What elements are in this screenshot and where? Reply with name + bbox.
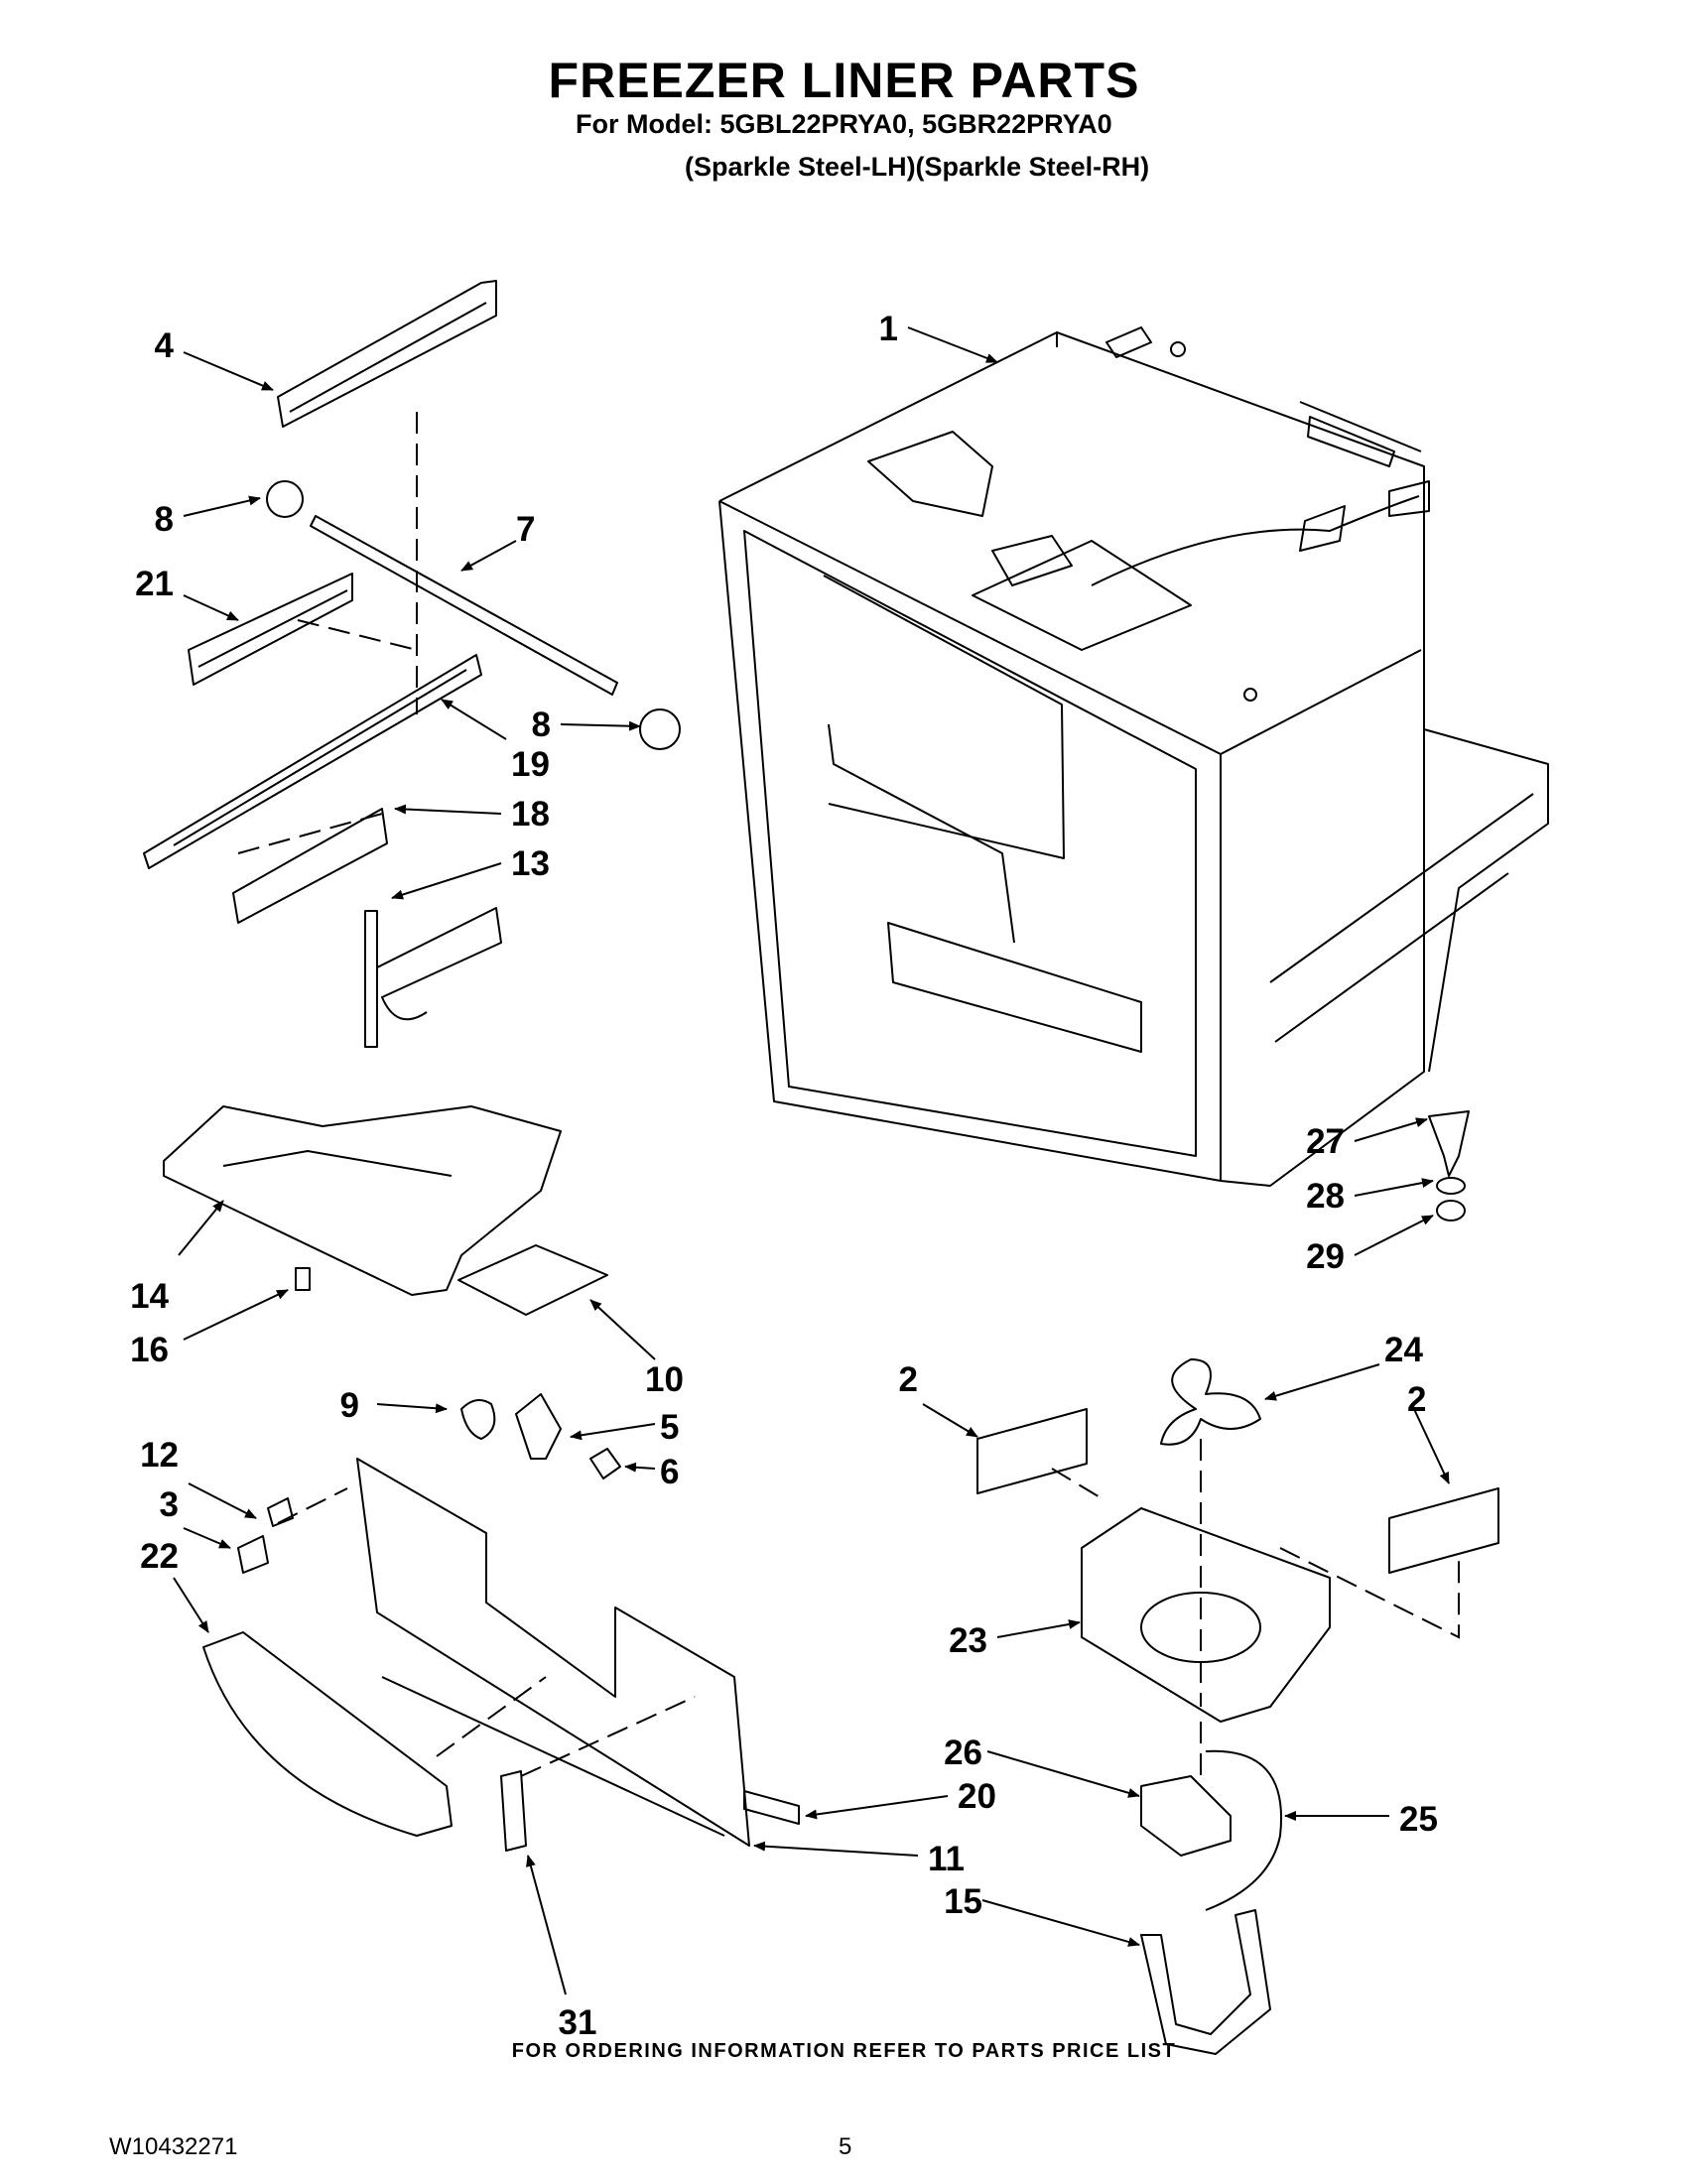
- page-title: FREEZER LINER PARTS: [548, 53, 1140, 108]
- callout-12: 12: [140, 1436, 179, 1475]
- fan-housing-drawing: [1081, 1507, 1331, 1723]
- damper-clip-drawing: [295, 1267, 311, 1291]
- callout-23: 23: [949, 1621, 987, 1660]
- callout-29: 29: [1306, 1237, 1345, 1276]
- ordering-note: FOR ORDERING INFORMATION REFER TO PARTS …: [511, 2040, 1177, 2062]
- callout-11: 11: [928, 1840, 965, 1878]
- support-bracket-drawing: [364, 907, 502, 1048]
- alignment-lines: [237, 412, 1460, 1777]
- gear-upper-drawing: [266, 480, 304, 518]
- callout-22: 22: [140, 1537, 179, 1576]
- callout-10: 10: [645, 1360, 684, 1399]
- callout-6: 6: [660, 1453, 679, 1491]
- callout-27: 27: [1306, 1122, 1345, 1161]
- air-tray-drawing: [163, 1105, 562, 1296]
- callout-14: 14: [130, 1277, 169, 1316]
- foam-sheet-drawing: [457, 1244, 608, 1316]
- callout-7: 7: [516, 510, 535, 549]
- callout-19: 19: [511, 745, 550, 784]
- callout-1: 1: [879, 310, 898, 348]
- leader-arrows: [173, 326, 1450, 1995]
- drain-cup-drawing: [1428, 1110, 1470, 1177]
- page-number: 5: [839, 2133, 852, 2160]
- gear-lower-drawing: [639, 708, 681, 750]
- callout-20: 20: [958, 1777, 996, 1816]
- callout-28: 28: [1306, 1177, 1345, 1216]
- fan-blade-drawing: [1160, 1358, 1261, 1446]
- callout-5: 5: [660, 1408, 679, 1447]
- light-bulb-drawing: [460, 1399, 496, 1440]
- lower-rail-drawing: [232, 808, 388, 924]
- callout-2-left: 2: [899, 1360, 918, 1399]
- callout-2-right: 2: [1407, 1380, 1426, 1419]
- callout-31: 31: [559, 2003, 597, 2042]
- rail-bracket-drawing: [188, 573, 353, 686]
- seal-ring-drawing: [1436, 1177, 1466, 1195]
- callout-24: 24: [1384, 1331, 1423, 1369]
- callout-4: 4: [155, 326, 175, 365]
- callout-21: 21: [135, 565, 174, 603]
- callout-18: 18: [511, 795, 550, 834]
- freezer-liner-drawing: [718, 326, 1549, 1187]
- rear-panel-drawing: [356, 1458, 750, 1847]
- sensor-drawing: [500, 1770, 527, 1852]
- model-line: For Model: 5GBL22PRYA0, 5GBR22PRYA0: [576, 109, 1112, 139]
- callout-9: 9: [340, 1386, 359, 1425]
- shaft-drawing: [310, 515, 618, 696]
- upper-rail-drawing: [277, 280, 497, 428]
- lamp-socket-drawing: [515, 1393, 562, 1460]
- motor-bracket-drawing: [1140, 1909, 1271, 2055]
- callout-8-lower: 8: [532, 706, 551, 744]
- callout-26: 26: [944, 1734, 982, 1772]
- foam-strip-drawing: [743, 1790, 800, 1825]
- wire-harness-drawing: [1205, 1749, 1282, 1911]
- callout-13: 13: [511, 844, 550, 883]
- document-number: W10432271: [109, 2133, 238, 2160]
- callout-3: 3: [160, 1485, 179, 1524]
- socket-clip-drawing: [589, 1448, 621, 1479]
- grommet-drawing: [1436, 1200, 1466, 1221]
- variant-line: (Sparkle Steel-LH)(Sparkle Steel-RH): [685, 152, 1150, 182]
- slide-rail-drawing: [143, 654, 482, 869]
- screw-drawing: [267, 1497, 294, 1527]
- callout-16: 16: [130, 1331, 169, 1369]
- callout-8-upper: 8: [155, 500, 174, 539]
- control-knob-drawing: [237, 1535, 269, 1574]
- callout-25: 25: [1399, 1800, 1438, 1839]
- insulation-pad-right-drawing: [1388, 1487, 1499, 1574]
- fan-motor-drawing: [1140, 1775, 1232, 1857]
- insulation-pad-left-drawing: [976, 1408, 1088, 1494]
- air-grille-drawing: [202, 1631, 453, 1837]
- callout-15: 15: [944, 1882, 982, 1921]
